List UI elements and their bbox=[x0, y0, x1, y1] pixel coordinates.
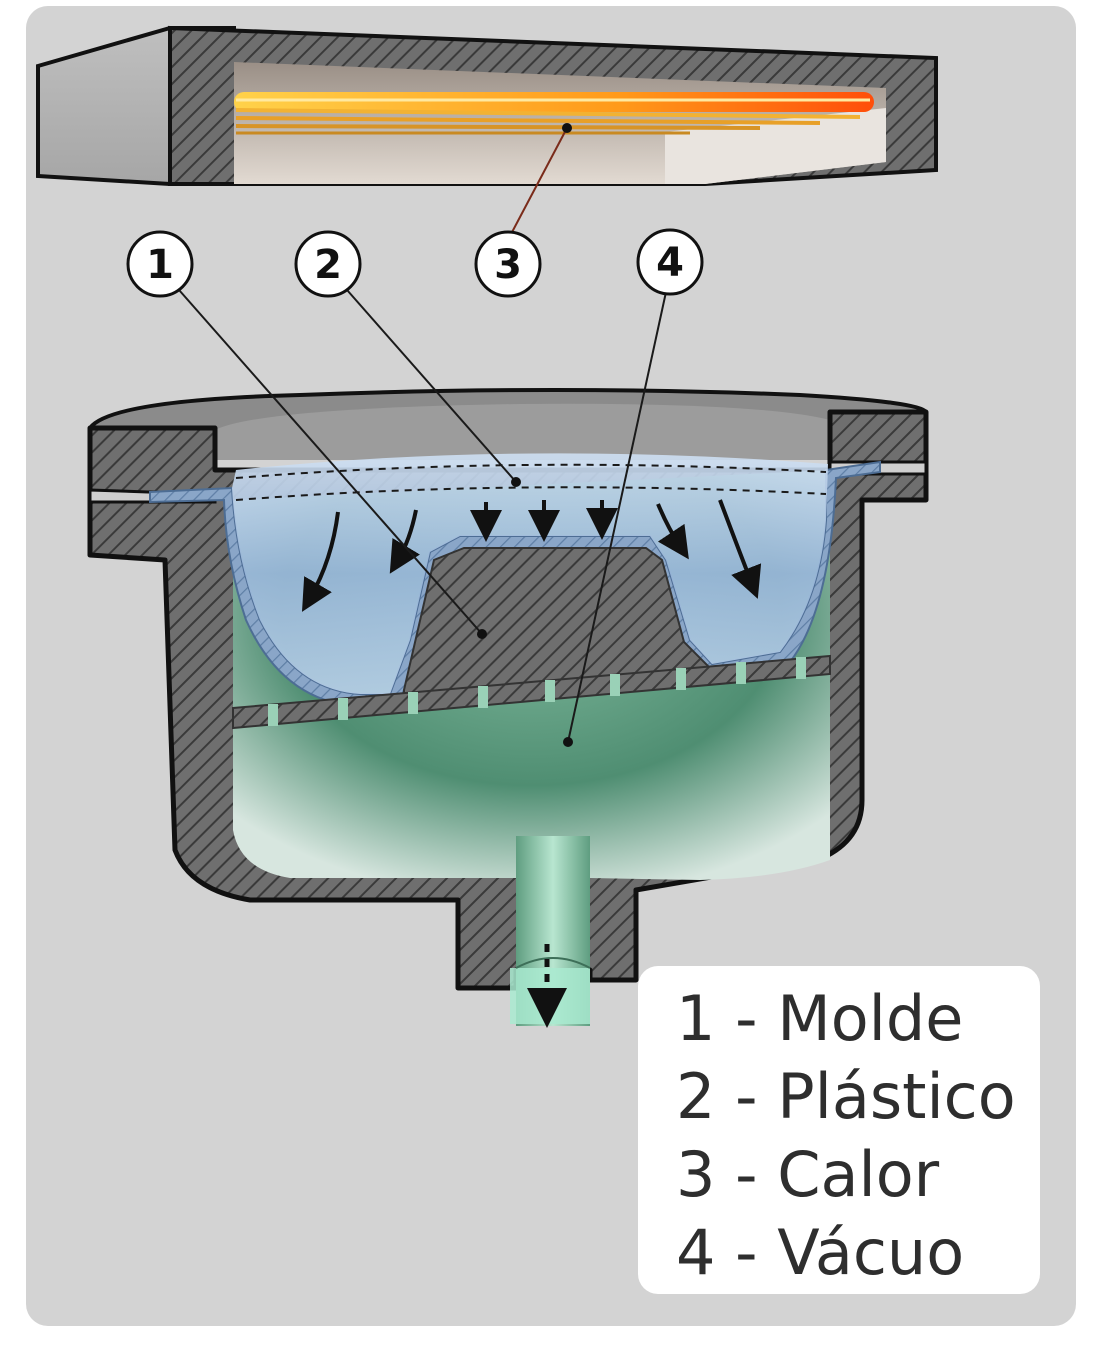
callout-circle bbox=[126, 230, 194, 298]
anchor-dot-4 bbox=[563, 737, 573, 747]
perforated-plate bbox=[232, 654, 831, 730]
callout-circle bbox=[636, 228, 704, 296]
flow-arrows bbox=[301, 499, 762, 612]
curved-arrow-icon bbox=[656, 503, 689, 560]
leader-lines bbox=[171, 127, 667, 743]
callout-4: 4 bbox=[636, 228, 704, 296]
leader-line-1 bbox=[171, 281, 483, 635]
callout-2: 2 bbox=[294, 230, 362, 298]
heater-box bbox=[36, 25, 938, 186]
legend-item-calor: 3 - Calor bbox=[676, 1138, 940, 1211]
callout-number: 1 bbox=[146, 242, 174, 288]
legend-box: 1 - Molde 2 - Plástico 3 - Calor 4 - Vác… bbox=[638, 966, 1040, 1294]
curved-arrow-icon bbox=[389, 509, 420, 574]
legend-item-plastico: 2 - Plástico bbox=[676, 1060, 1016, 1133]
callout-number: 2 bbox=[314, 242, 342, 288]
anchor-dot-1 bbox=[477, 629, 487, 639]
leader-line-4 bbox=[567, 291, 667, 743]
anchor-dot-2 bbox=[511, 477, 521, 487]
leader-line-2 bbox=[339, 281, 517, 483]
curved-arrow-icon bbox=[718, 499, 762, 599]
leader-line-3 bbox=[509, 127, 568, 237]
callout-circle bbox=[474, 230, 542, 298]
legend-item-vacuo: 4 - Vácuo bbox=[676, 1216, 965, 1289]
curved-arrow-icon bbox=[301, 511, 340, 612]
plastic-sheet bbox=[149, 453, 881, 708]
callout-number: 3 bbox=[494, 242, 522, 288]
legend-item-molde: 1 - Molde bbox=[676, 982, 964, 1055]
callout-number: 4 bbox=[656, 240, 684, 286]
callout-1: 1 bbox=[126, 230, 194, 298]
callout-3: 3 bbox=[474, 230, 542, 298]
heating-element bbox=[234, 92, 874, 135]
vacuum-outlet-pipe bbox=[510, 836, 591, 1028]
callout-circle bbox=[294, 230, 362, 298]
anchor-dot-3 bbox=[562, 123, 572, 133]
